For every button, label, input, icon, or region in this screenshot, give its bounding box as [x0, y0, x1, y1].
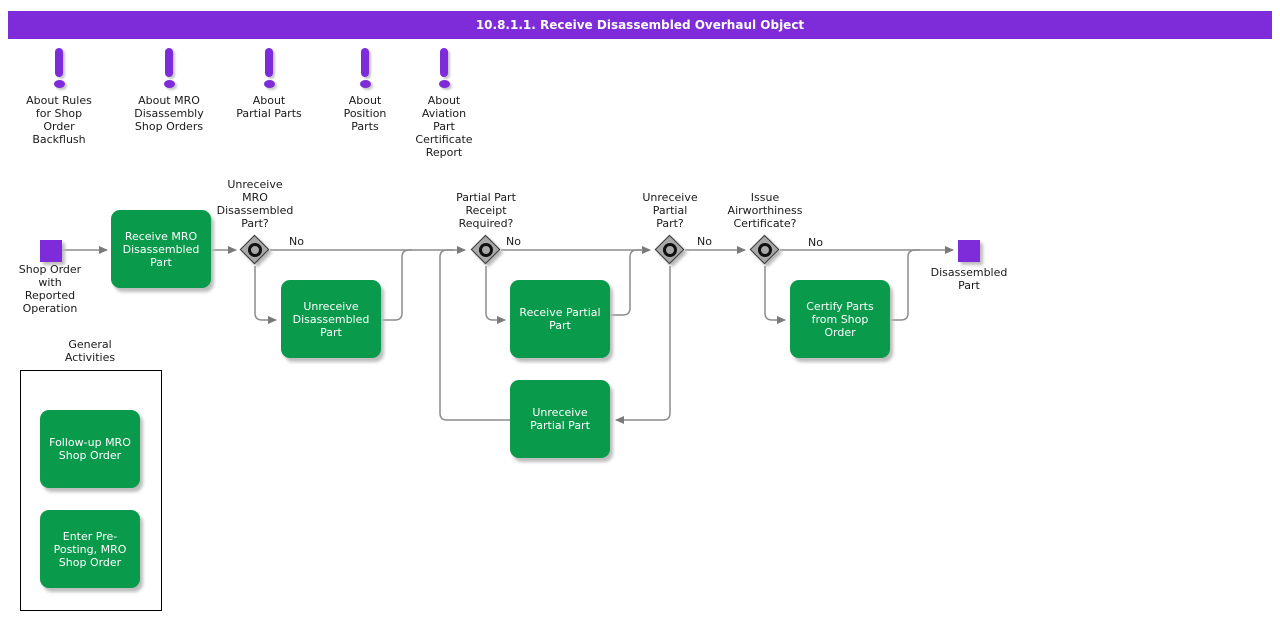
general-activities-label: General Activities [64, 338, 116, 364]
task-follow-up-mro-shop-order[interactable]: Follow-up MRO Shop Order [40, 410, 140, 488]
task-unreceive-disassembled-part[interactable]: Unreceive Disassembled Part [281, 280, 381, 358]
exclamation-icon [165, 48, 173, 77]
exclamation-icon-dot [163, 80, 175, 88]
decision-ring-icon [663, 243, 677, 257]
info-link-label: About Rules for Shop Order Backflush [26, 94, 92, 146]
decision-issue-airworthiness-certificate[interactable] [749, 234, 780, 265]
exclamation-icon [55, 48, 63, 77]
info-link-position-parts[interactable]: About Position Parts [310, 48, 420, 133]
connector-decision2-to-receive-partial [485, 266, 506, 324]
start-event-label: Shop Order with Reported Operation [18, 263, 82, 315]
decision-ring-icon [479, 243, 493, 257]
info-link-aviation-part-certificate-report[interactable]: About Aviation Part Certificate Report [389, 48, 499, 159]
exclamation-icon [440, 48, 448, 77]
decision-unreceive-mro-disassembled-part[interactable] [239, 234, 270, 265]
end-event-square[interactable] [958, 240, 980, 262]
page-title: 10.8.1.1. Receive Disassembled Overhaul … [475, 18, 805, 32]
task-unreceive-partial-part[interactable]: Unreceive Partial Part [510, 380, 610, 458]
connector-receive-partial-merge [610, 249, 643, 316]
decision-ring-icon [758, 243, 772, 257]
task-receive-mro-disassembled-part[interactable]: Receive MRO Disassembled Part [111, 210, 211, 288]
exclamation-icon-dot [53, 80, 65, 88]
no-branch-label: No [808, 236, 823, 249]
start-event-square[interactable] [40, 240, 62, 262]
info-link-mro-disassembly-shop-orders[interactable]: About MRO Disassembly Shop Orders [114, 48, 224, 133]
connector-decision3-to-unreceive-partial [615, 266, 671, 424]
no-branch-label: No [506, 235, 521, 248]
decision-partial-part-receipt-required[interactable] [470, 234, 501, 265]
decision-question-label: Unreceive MRO Disassembled Part? [216, 178, 294, 230]
exclamation-icon-dot [263, 80, 275, 88]
info-link-label: About Position Parts [343, 94, 387, 133]
exclamation-icon-dot [438, 80, 450, 88]
connector-decision1-to-unreceive-disassembled [254, 266, 277, 324]
task-certify-parts-from-shop-order[interactable]: Certify Parts from Shop Order [790, 280, 890, 358]
end-event-label: Disassembled Part [930, 266, 1008, 292]
no-branch-label: No [697, 235, 712, 248]
exclamation-icon-dot [359, 80, 371, 88]
info-link-label: About Aviation Part Certificate Report [415, 94, 473, 159]
exclamation-icon [265, 48, 273, 77]
no-branch-label: No [289, 235, 304, 248]
decision-question-label: Unreceive Partial Part? [642, 191, 698, 230]
connector-unreceive-disassembled-merge [381, 249, 412, 321]
task-enter-pre-posting-mro-shop-order[interactable]: Enter Pre- Posting, MRO Shop Order [40, 510, 140, 588]
task-receive-partial-part[interactable]: Receive Partial Part [510, 280, 610, 358]
diagram-title-bar: 10.8.1.1. Receive Disassembled Overhaul … [8, 11, 1272, 39]
decision-question-label: Issue Airworthiness Certificate? [727, 191, 803, 230]
decision-unreceive-partial-part[interactable] [654, 234, 685, 265]
connector-unreceive-partial-loop-to-decision2 [439, 249, 510, 421]
info-link-label: About Partial Parts [236, 94, 302, 120]
connector-certify-merge [890, 249, 920, 321]
info-link-partial-parts[interactable]: About Partial Parts [214, 48, 324, 120]
exclamation-icon [361, 48, 369, 77]
info-link-rules-shop-order-backflush[interactable]: About Rules for Shop Order Backflush [4, 48, 114, 146]
decision-question-label: Partial Part Receipt Required? [456, 191, 516, 230]
info-link-label: About MRO Disassembly Shop Orders [134, 94, 204, 133]
decision-ring-icon [248, 243, 262, 257]
connector-decision4-to-certify [764, 266, 786, 324]
